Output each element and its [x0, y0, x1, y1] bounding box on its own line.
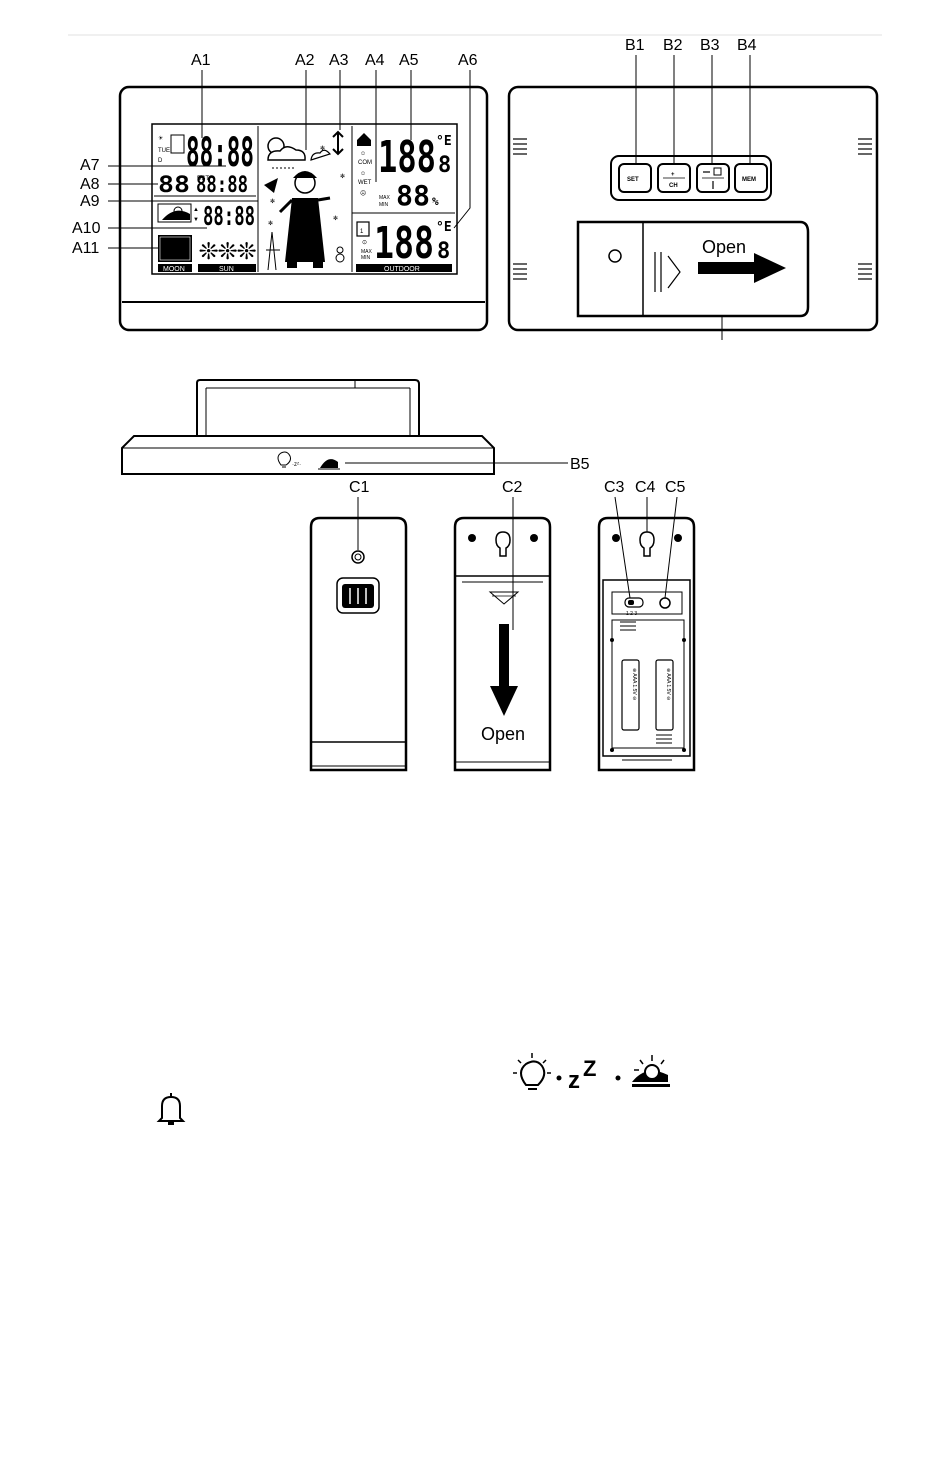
sun-label: SUN	[219, 266, 234, 273]
label-a8: A8	[80, 176, 100, 193]
svg-text:✻: ✻	[333, 215, 338, 222]
outdoor-temp-digits: 188	[374, 218, 434, 269]
label-a2: A2	[295, 52, 315, 69]
sensor-back-closed: Open C2	[455, 479, 550, 770]
svg-text:✻: ✻	[268, 220, 273, 227]
svg-text:⊙: ⊙	[362, 240, 367, 246]
label-c4: C4	[635, 479, 656, 496]
channel-button-label: CH	[669, 183, 678, 189]
svg-text:☀: ☀	[158, 135, 163, 142]
secondary-time-digits: 88:88	[196, 173, 248, 198]
svg-text:TUE: TUE	[158, 148, 170, 154]
svg-text:▲: ▲	[193, 207, 199, 213]
label-a1: A1	[191, 52, 211, 69]
sensor-front: C1	[311, 479, 406, 770]
label-a3: A3	[329, 52, 349, 69]
battery-right: ⊕ AAA 1.5V ⊖	[656, 660, 673, 730]
humidity-digits: 88	[396, 179, 430, 212]
sensor-reset-button[interactable]	[660, 598, 670, 608]
outdoor-temp-unit: °E	[436, 220, 452, 235]
indoor-temp-unit: °E	[436, 134, 452, 149]
sensor-door-open-label: Open	[481, 724, 525, 744]
label-a7: A7	[80, 157, 100, 174]
svg-text:Z: Z	[583, 1056, 596, 1081]
label-a6: A6	[458, 52, 478, 69]
sleep-zz-icon: z	[568, 1067, 580, 1094]
bulb-icon	[513, 1053, 551, 1089]
label-b1: B1	[625, 37, 645, 54]
sun-digits: ❊❊❊	[199, 232, 256, 267]
svg-text:⊕ AAA 1.5V ⊖: ⊕ AAA 1.5V ⊖	[665, 668, 671, 700]
label-c2: C2	[502, 479, 523, 496]
set-button[interactable]: SET	[619, 164, 651, 192]
label-c5: C5	[665, 479, 686, 496]
backlight-mode-symbols: z Z	[513, 1053, 670, 1094]
sunrise-time-digits: 88:88	[203, 202, 255, 232]
sensor-grille	[337, 578, 379, 613]
svg-text:☺: ☺	[360, 171, 366, 177]
moon-phase-box	[158, 235, 192, 262]
moon-label: MOON	[163, 266, 185, 273]
set-button-label: SET	[627, 177, 639, 183]
clock-digits: 88:88	[186, 130, 254, 176]
memory-button[interactable]: MEM	[735, 164, 767, 192]
svg-text:WET: WET	[358, 180, 372, 186]
battery-left: ⊕ AAA 1.5V ⊖	[622, 660, 639, 730]
svg-text:☺: ☺	[360, 151, 366, 157]
label-b5: B5	[570, 456, 590, 473]
sensor-back-open: 1 2 3 ⊕ AAA 1.5V ⊖ ⊕ AAA 1.5V ⊖ C3 C4 C5	[599, 479, 694, 770]
svg-text:⊕ AAA 1.5V ⊖: ⊕ AAA 1.5V ⊖	[631, 668, 637, 700]
svg-text:COM: COM	[358, 160, 372, 166]
indoor-min-label: MIN	[379, 202, 389, 208]
outdoor-temp-decimal: 8	[437, 239, 450, 264]
battery-door[interactable]: Open	[578, 222, 808, 316]
svg-text:D: D	[158, 158, 163, 164]
sleep-zz-icon: ·zᶻ·	[292, 462, 301, 468]
channel-switch[interactable]	[625, 598, 643, 607]
svg-text:1 2 3: 1 2 3	[626, 611, 637, 617]
bell-icon	[159, 1093, 183, 1125]
main-unit-back: SET + CH MEM Open	[509, 87, 877, 340]
label-b3: B3	[700, 37, 720, 54]
indoor-temp-digits: 188	[378, 132, 436, 183]
label-c3: C3	[604, 479, 625, 496]
indoor-temp-decimal: 8	[438, 153, 451, 178]
label-a4: A4	[365, 52, 385, 69]
outdoor-label: OUTDOOR	[384, 266, 420, 273]
svg-text:✻: ✻	[340, 173, 345, 180]
svg-text:✻: ✻	[320, 145, 325, 152]
main-unit-top-view: ·zᶻ· B5	[122, 380, 590, 474]
label-a11: A11	[72, 240, 99, 257]
weekday-digits: 88	[158, 173, 190, 198]
humidity-percent: %	[432, 195, 439, 208]
channel-plus-symbol: +	[671, 172, 675, 178]
label-b4: B4	[737, 37, 757, 54]
sunrise-icon	[632, 1055, 670, 1087]
minus-alarm-button[interactable]	[697, 164, 729, 192]
label-a10: A10	[72, 220, 101, 237]
svg-text:▼: ▼	[193, 217, 199, 223]
svg-text:☹: ☹	[360, 190, 366, 197]
memory-button-label: MEM	[742, 177, 756, 183]
label-c1: C1	[349, 479, 370, 496]
channel-button[interactable]: + CH	[658, 164, 690, 192]
label-b2: B2	[663, 37, 683, 54]
label-a5: A5	[399, 52, 419, 69]
label-a9: A9	[80, 193, 100, 210]
battery-door-open-label: Open	[702, 237, 746, 257]
svg-text:✻: ✻	[270, 198, 275, 205]
indoor-max-label: MAX	[379, 195, 391, 201]
main-unit-front: ☀ TUE D 88:88 88 DST 88:88 ▲ ▼ 88:88 MOO…	[120, 87, 487, 330]
outdoor-min-label: MIN	[361, 255, 371, 261]
